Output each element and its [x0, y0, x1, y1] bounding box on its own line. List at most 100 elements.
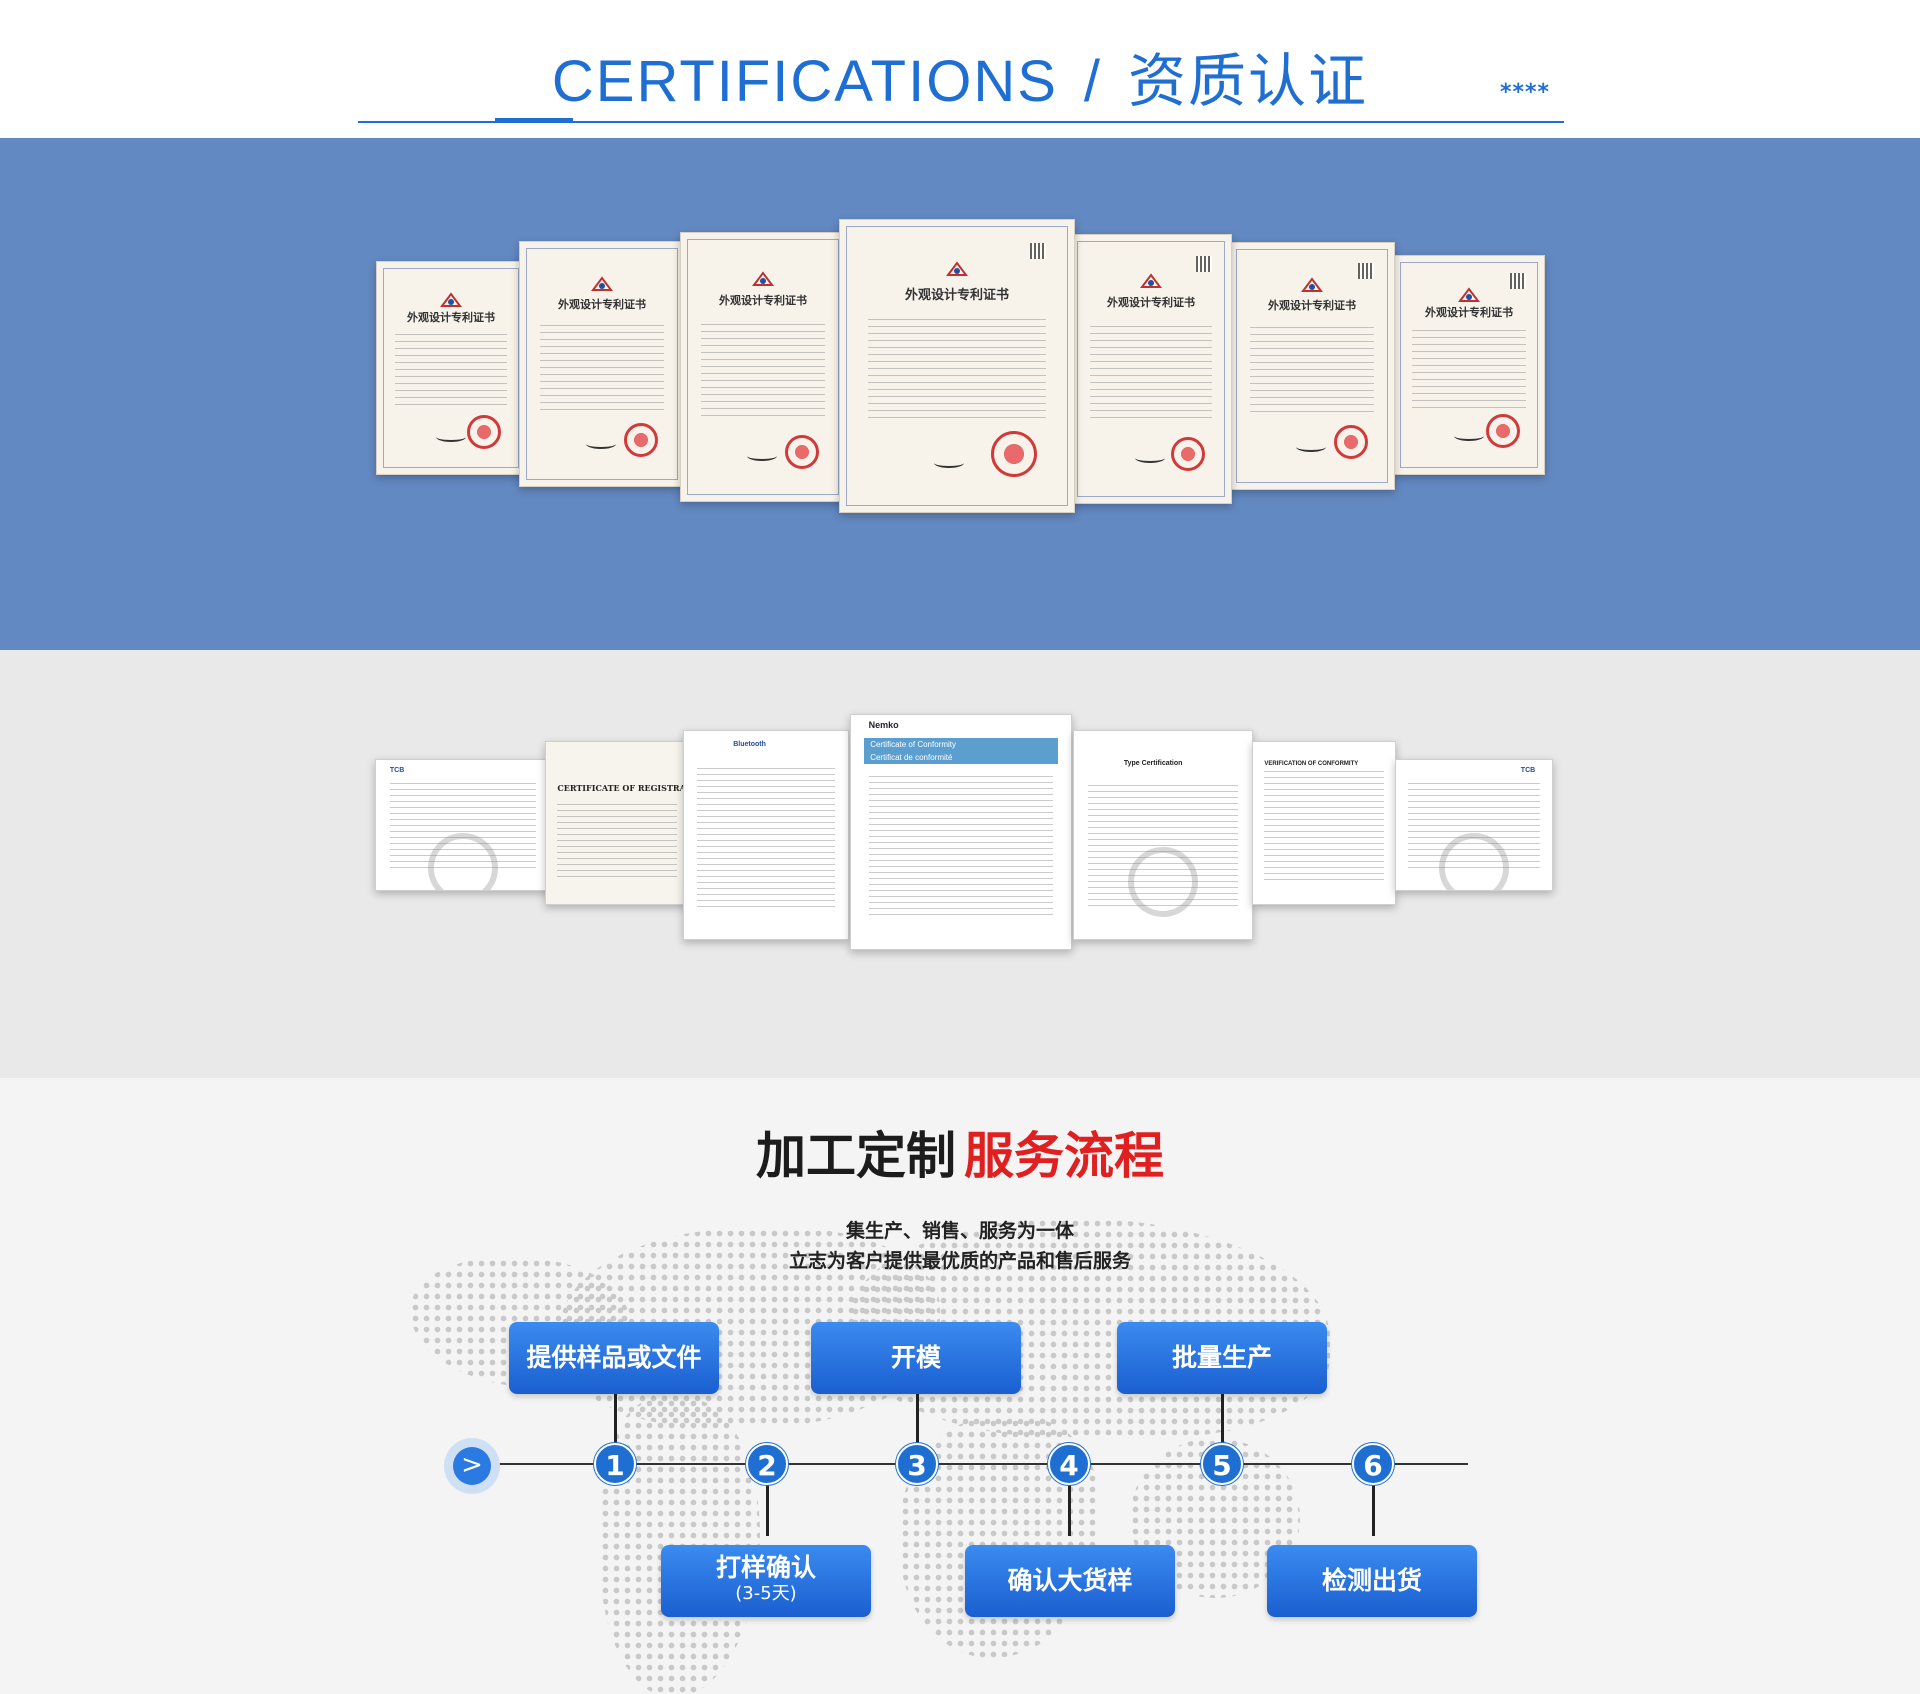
- section-header: CERTIFICATIONS / 资质认证 ****: [0, 0, 1920, 138]
- signature-image: [436, 432, 467, 443]
- process-title: 加工定制服务流程: [0, 1116, 1920, 1188]
- header-divider: [358, 121, 1564, 123]
- doc-label: CERTIFICATE OF REGISTRATION: [557, 782, 688, 793]
- page-title: CERTIFICATIONS / 资质认证: [0, 34, 1920, 118]
- patent-certificate-image: 外观设计专利证书: [1393, 255, 1545, 475]
- test-reports-band: TCB CERTIFICATE OF REGISTRATION Bluetoot…: [0, 650, 1920, 1078]
- cnipa-logo-icon: [440, 292, 462, 307]
- cnipa-logo-icon: [946, 261, 968, 276]
- qr-code-icon: [1029, 243, 1046, 260]
- timeline-connector: [766, 1484, 769, 1536]
- step-number-1: 1: [594, 1443, 636, 1485]
- title-english: CERTIFICATIONS: [551, 49, 1058, 114]
- signature-image: [746, 451, 777, 461]
- timeline-connector: [1372, 1484, 1375, 1536]
- qr-code-icon: [1510, 273, 1526, 290]
- step-number-2: 2: [746, 1443, 788, 1485]
- timeline-start-marker: >: [444, 1438, 500, 1494]
- step-label: 检测出货: [1321, 1566, 1422, 1595]
- official-seal-image: [623, 422, 658, 457]
- process-subtitle-1: 集生产、销售、服务为一体: [845, 1220, 1074, 1242]
- patent-certificates-band: 外观设计专利证书 外观设计专利证书 外观设计专利证书 外观设计专利证书 外观设计…: [0, 138, 1920, 650]
- timeline-line: [470, 1463, 1468, 1465]
- step-number-3: 3: [896, 1443, 938, 1485]
- qr-code-icon: [1195, 256, 1212, 273]
- patent-heading: 外观设计专利证书: [1268, 299, 1356, 313]
- patent-heading: 外观设计专利证书: [407, 310, 495, 324]
- official-seal-image: [467, 414, 502, 449]
- report-document-image: TCB: [1395, 759, 1553, 891]
- step-number-4: 4: [1048, 1443, 1090, 1485]
- title-separator: /: [1083, 49, 1103, 114]
- signature-image: [933, 458, 964, 469]
- report-document-image: TCB: [375, 759, 551, 891]
- doc-label: VERIFICATION OF CONFORMITY: [1264, 761, 1359, 768]
- doc-watermark-image: [1128, 847, 1198, 918]
- decorative-stars: ****: [1500, 80, 1551, 105]
- chevron-right-icon: >: [453, 1447, 491, 1485]
- doc-label: TCB: [389, 766, 405, 774]
- qr-code-icon: [1358, 262, 1375, 279]
- doc-label: TCB: [1520, 766, 1536, 774]
- signature-image: [1295, 442, 1326, 453]
- step-sublabel: (3-5天): [735, 1583, 797, 1604]
- report-document-image: Bluetooth: [683, 730, 849, 940]
- patent-heading: 外观设计专利证书: [558, 297, 646, 311]
- doc-watermark-image: [428, 832, 498, 890]
- process-subtitle-2: 立志为客户提供最优质的产品和售后服务: [788, 1250, 1131, 1272]
- step-label: 开模: [890, 1343, 941, 1372]
- step-mold-opening: 开模: [811, 1322, 1021, 1394]
- cnipa-logo-icon: [1458, 286, 1480, 302]
- patent-certificate-image: 外观设计专利证书: [519, 241, 685, 487]
- official-seal-image: [1333, 425, 1368, 460]
- official-seal-image: [990, 430, 1037, 477]
- step-number-6: 6: [1352, 1443, 1394, 1485]
- patent-heading: 外观设计专利证书: [1107, 295, 1195, 309]
- official-seal-image: [784, 434, 819, 469]
- patent-heading: 外观设计专利证书: [904, 288, 1009, 304]
- timeline-connector: [1221, 1392, 1224, 1444]
- doc-label: Nemko: [868, 719, 899, 730]
- step-label: 提供样品或文件: [526, 1343, 702, 1372]
- report-document-image: Type Certification: [1073, 730, 1253, 940]
- process-title-black: 加工定制: [756, 1127, 956, 1185]
- patent-certificate-image: 外观设计专利证书: [1229, 242, 1395, 490]
- step-confirm-bulk-sample: 确认大货样: [965, 1545, 1175, 1617]
- signature-image: [585, 439, 616, 450]
- doc-label: Bluetooth: [733, 741, 766, 749]
- cnipa-logo-icon: [1140, 272, 1162, 288]
- official-seal-image: [1486, 413, 1520, 448]
- signature-image: [1454, 431, 1484, 442]
- timeline-connector: [916, 1392, 919, 1444]
- step-label: 确认大货样: [1007, 1566, 1133, 1595]
- patent-heading: 外观设计专利证书: [1425, 305, 1513, 319]
- step-number-5: 5: [1201, 1443, 1243, 1485]
- doc-watermark-image: [1439, 832, 1509, 890]
- cnipa-logo-icon: [591, 276, 613, 292]
- signature-image: [1135, 453, 1165, 463]
- doc-label: Type Certification: [1123, 760, 1183, 768]
- step-label: 批量生产: [1171, 1343, 1272, 1372]
- service-process-section: 加工定制服务流程 集生产、销售、服务为一体 立志为客户提供最优质的产品和售后服务…: [0, 1078, 1920, 1694]
- header-divider-accent: [495, 118, 573, 123]
- cnipa-logo-icon: [752, 270, 774, 286]
- patent-certificate-image: 外观设计专利证书: [1070, 234, 1232, 504]
- report-document-image-center: Nemko Certificate of Conformity Certific…: [850, 714, 1072, 950]
- timeline-connector: [614, 1392, 617, 1444]
- step-inspect-ship: 检测出货: [1267, 1545, 1477, 1617]
- title-chinese: 资质认证: [1128, 49, 1369, 114]
- process-title-red: 服务流程: [964, 1127, 1164, 1185]
- timeline-connector: [1068, 1484, 1071, 1536]
- step-label: 打样确认: [715, 1553, 816, 1582]
- patent-heading: 外观设计专利证书: [719, 293, 807, 307]
- patent-certificate-image-center: 外观设计专利证书: [839, 219, 1075, 513]
- patent-certificate-image: 外观设计专利证书: [680, 232, 846, 502]
- step-sample-confirm: 打样确认 (3-5天): [661, 1545, 871, 1617]
- patent-certificate-image: 外观设计专利证书: [376, 261, 526, 475]
- conformity-banner: Certificate of Conformity Certificat de …: [864, 738, 1058, 765]
- step-mass-production: 批量生产: [1117, 1322, 1327, 1394]
- report-document-image: CERTIFICATE OF REGISTRATION: [545, 741, 689, 905]
- official-seal-image: [1171, 436, 1206, 471]
- cnipa-logo-icon: [1301, 277, 1323, 293]
- report-document-image: VERIFICATION OF CONFORMITY: [1252, 741, 1396, 905]
